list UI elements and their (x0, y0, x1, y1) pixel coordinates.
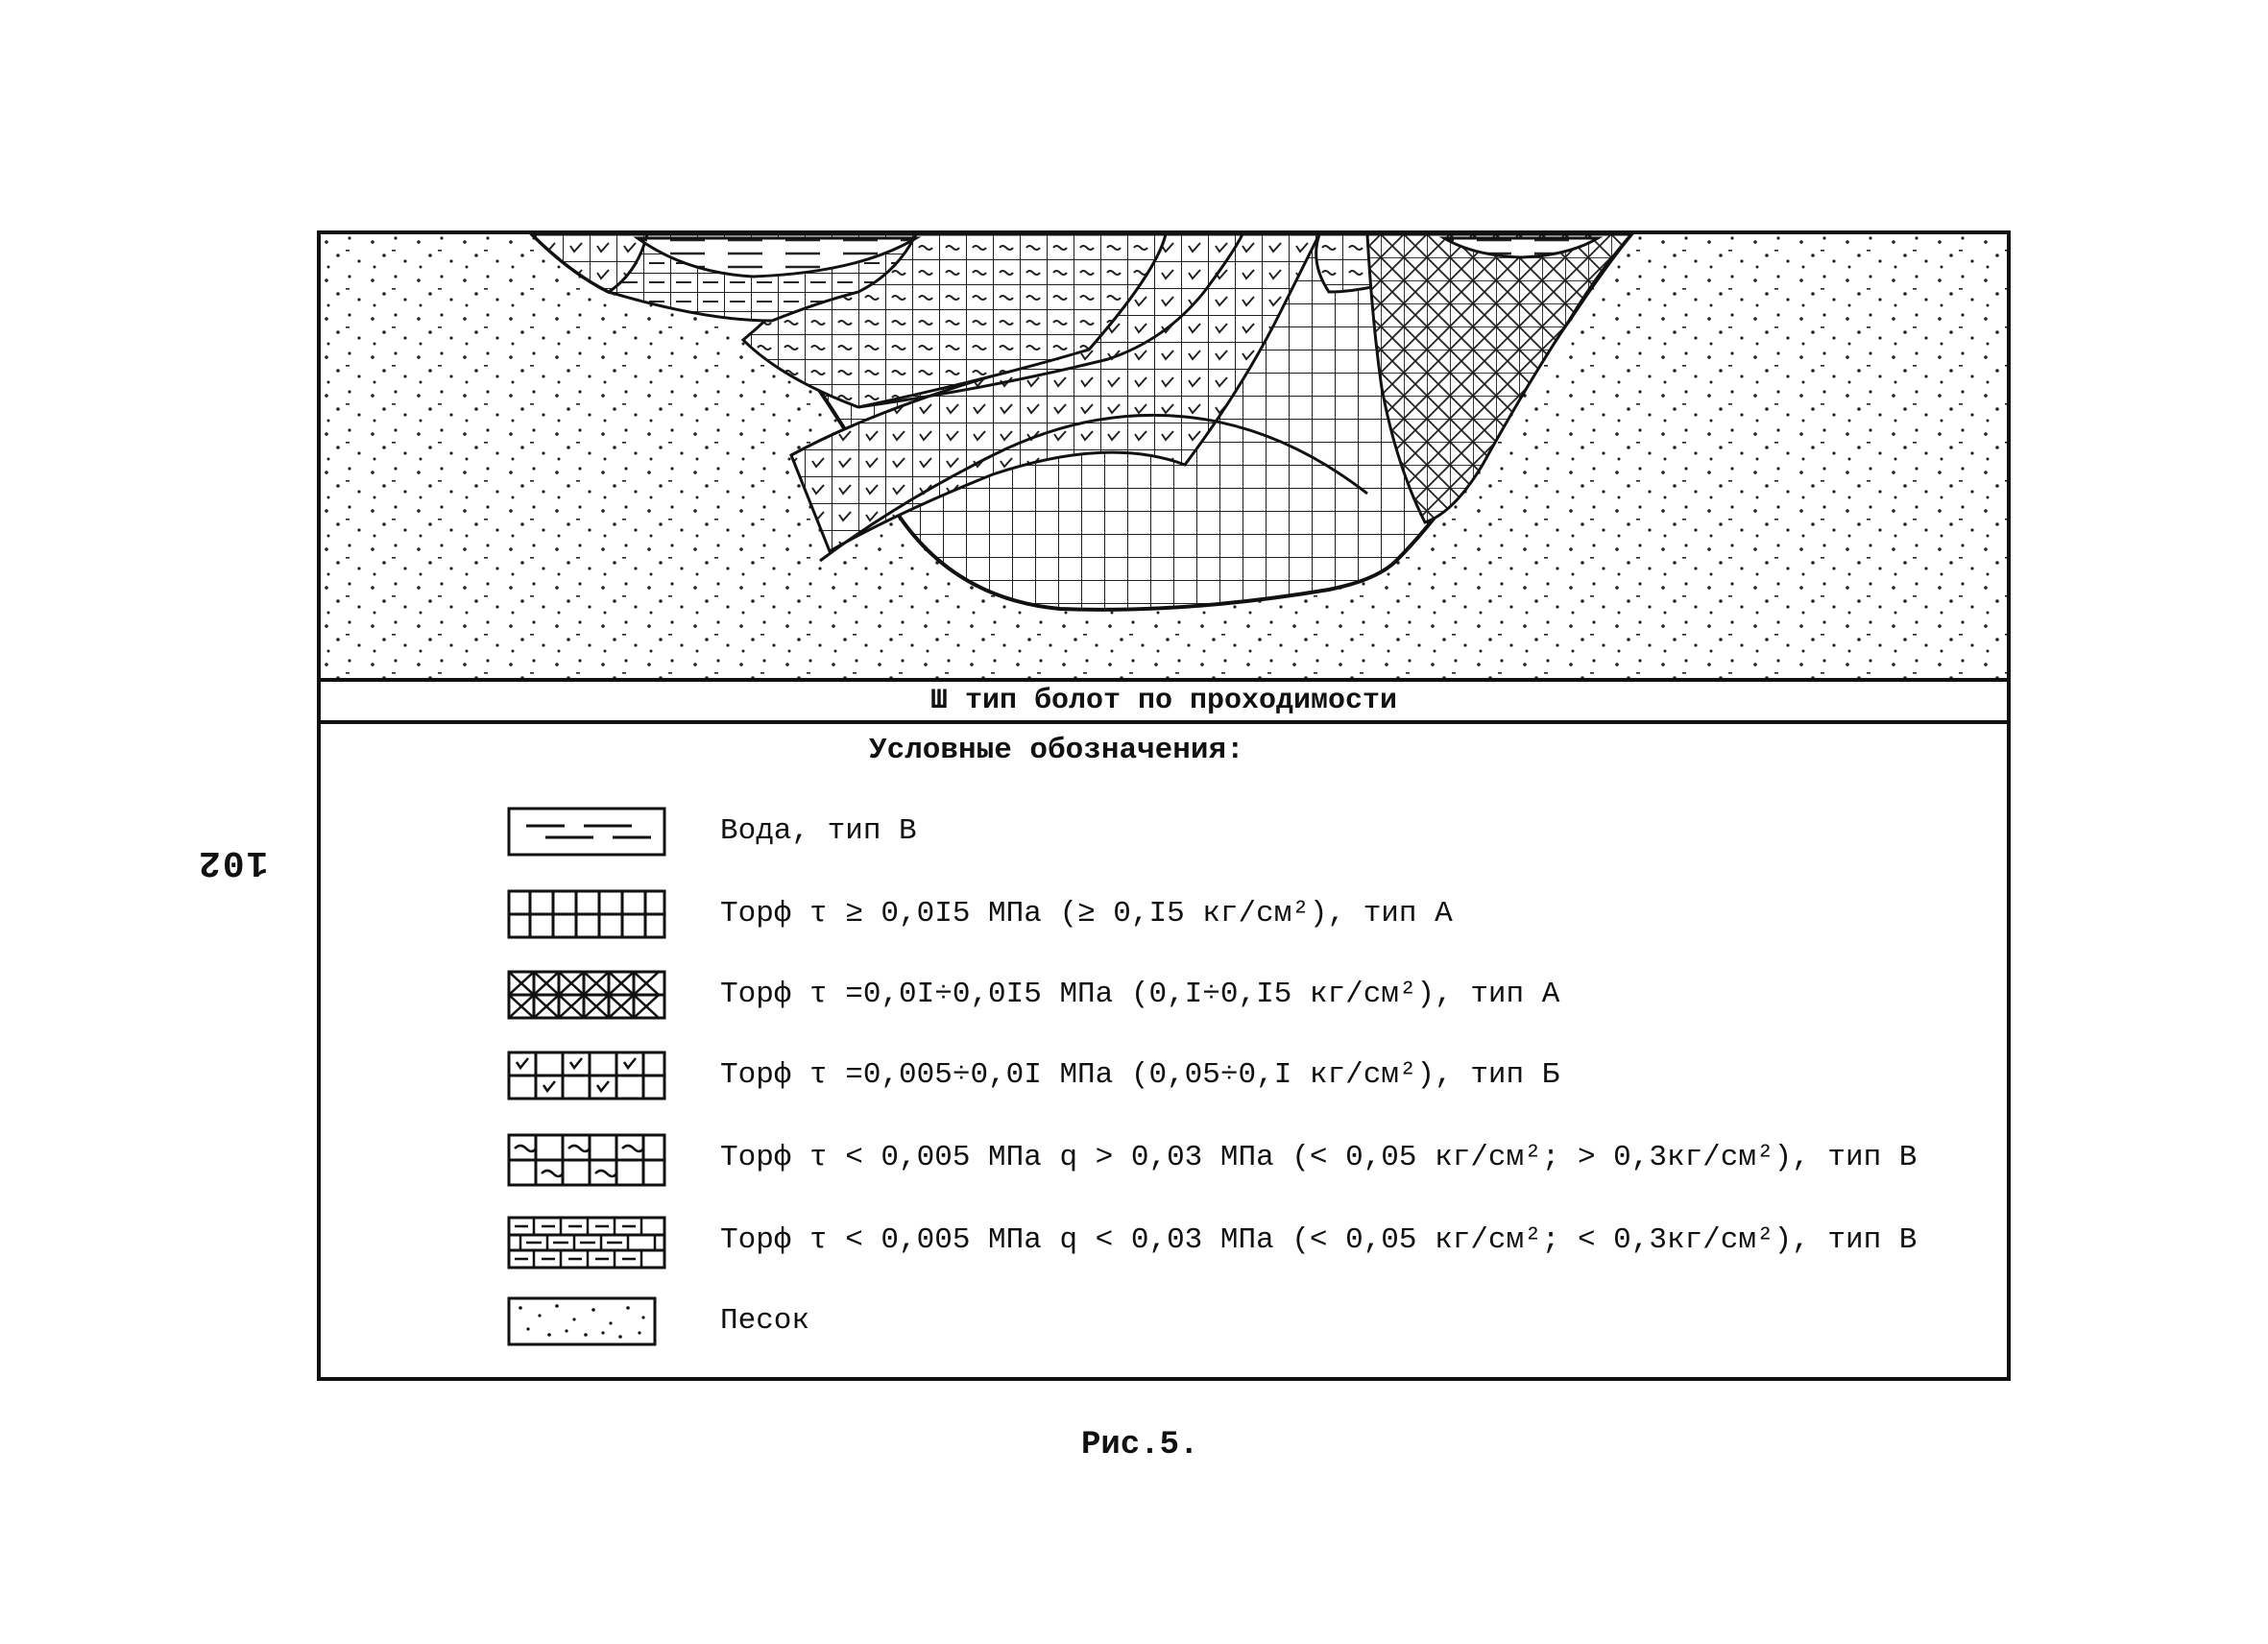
legend-text-peat-grid: Торф τ ≥ 0,0I5 МПа (≥ 0,I5 кг/см²), тип … (720, 897, 1453, 931)
peat-cross-hatch-swatch (507, 970, 666, 1020)
peat-grid-swatch (507, 889, 666, 939)
figure-caption: Рис.5. (1081, 1427, 1199, 1463)
legend-text-peat-dash: Торф τ < 0,005 МПа q < 0,03 МПа (< 0,05 … (720, 1223, 1918, 1257)
water-swatch (507, 807, 666, 857)
legend-text-peat-cross-hatch: Торф τ =0,0I÷0,0I5 МПа (0,I÷0,I5 кг/см²)… (720, 978, 1560, 1011)
sand-swatch (507, 1296, 657, 1346)
bog-cross-section (321, 234, 2007, 678)
water-lens-left (633, 236, 922, 278)
peat-tilde-swatch (507, 1133, 666, 1187)
peat-dash-swatch (507, 1216, 666, 1269)
legend-text-peat-tilde: Торф τ < 0,005 МПа q > 0,03 МПа (< 0,05 … (720, 1141, 1918, 1174)
legend-text-sand: Песок (720, 1304, 810, 1338)
legend-text-peat-checkmark: Торф τ =0,005÷0,0I МПа (0,05÷0,I кг/см²)… (720, 1058, 1560, 1092)
layer-boundary-curve (857, 234, 1244, 409)
legend-text-water: Вода, тип В (720, 814, 917, 848)
water-lens-right (1438, 236, 1604, 259)
page-number: 102 (197, 841, 269, 882)
section-title: Ш тип болот по проходимости (321, 678, 2007, 724)
peat-checkmark-swatch (507, 1051, 666, 1100)
figure-frame (317, 230, 2011, 1381)
peat-cross-hatch-area (1365, 234, 1633, 524)
legend-heading: Условные обозначения: (869, 734, 1244, 767)
layer-boundary-curve-lower (819, 413, 1368, 563)
